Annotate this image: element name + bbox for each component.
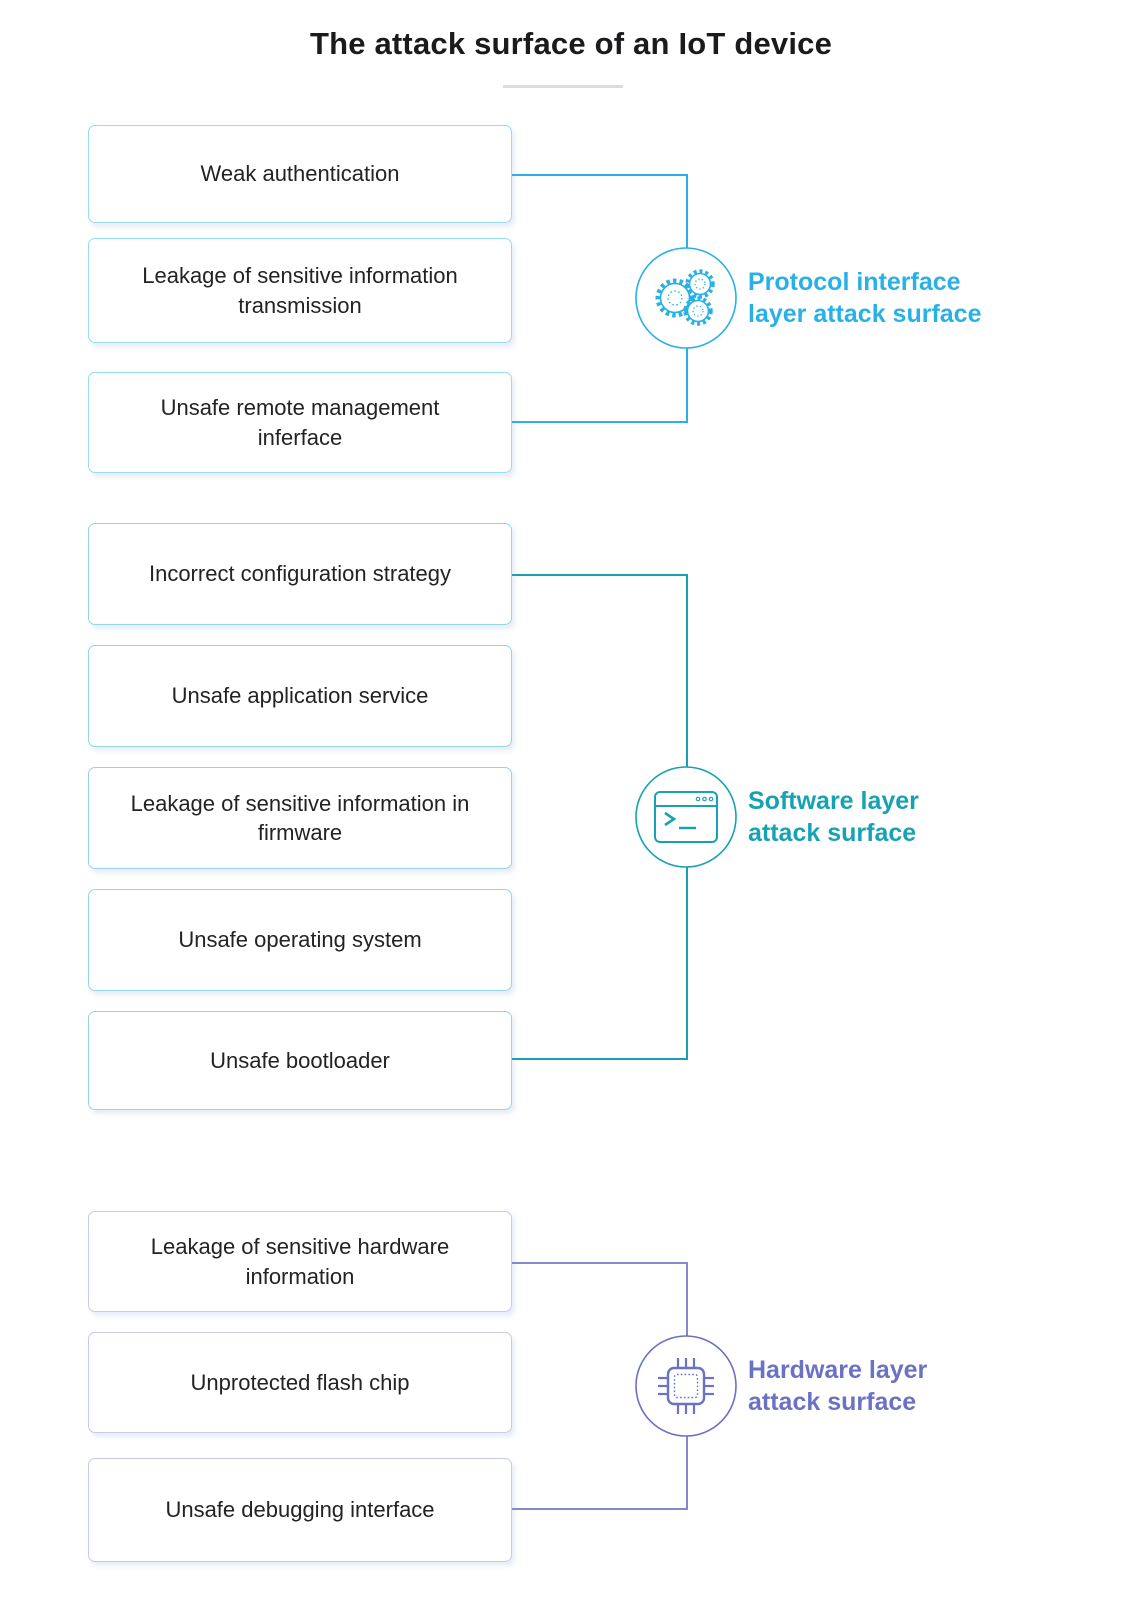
attack-box-label: Weak authentication: [200, 161, 400, 187]
attack-box: Unsafe application service: [88, 645, 512, 747]
group-label-line2: attack surface: [748, 1388, 917, 1416]
attack-box-label: Leakage of sensitive hardware informatio…: [150, 1234, 450, 1289]
attack-box: Incorrect configuration strategy: [88, 523, 512, 625]
attack-box: Weak authentication: [88, 125, 512, 223]
group-label-line1: Hardware layer: [748, 1356, 928, 1384]
attack-box: Unsafe operating system: [88, 889, 512, 991]
attack-box: Leakage of sensitive information transmi…: [88, 238, 512, 343]
group-label: Software layer attack surface: [748, 785, 1038, 849]
group-label-line2: attack surface: [748, 819, 917, 847]
group-label: Hardware layer attack surface: [748, 1354, 1038, 1418]
group-label: Protocol interface layer attack surface: [748, 266, 1038, 330]
attack-box-label: Unsafe operating system: [178, 927, 422, 953]
gears-icon: [635, 247, 737, 349]
attack-box-label: Unsafe debugging interface: [165, 1497, 435, 1523]
attack-box-label: Leakage of sensitive information in firm…: [130, 790, 470, 845]
title-divider: [503, 85, 623, 88]
page-title: The attack surface of an IoT device: [309, 26, 833, 61]
attack-box-label: Unsafe application service: [171, 683, 429, 709]
attack-box: Unsafe bootloader: [88, 1011, 512, 1110]
attack-box: Unprotected flash chip: [88, 1332, 512, 1433]
attack-box-label: Unsafe bootloader: [210, 1047, 390, 1073]
attack-box-label: Incorrect configuration strategy: [148, 561, 452, 587]
attack-box: Leakage of sensitive information in firm…: [88, 767, 512, 869]
group-label-line1: Protocol interface: [748, 268, 961, 296]
terminal-icon: [635, 766, 737, 868]
attack-box-label: Leakage of sensitive information transmi…: [142, 263, 458, 318]
attack-box: Unsafe remote management inferface: [88, 372, 512, 473]
group-label-line1: Software layer: [748, 787, 919, 815]
group-label-line2: layer attack surface: [748, 300, 982, 328]
attack-box: Unsafe debugging interface: [88, 1458, 512, 1562]
chip-icon: [635, 1335, 737, 1437]
attack-box: Leakage of sensitive hardware informatio…: [88, 1211, 512, 1312]
attack-box-label: Unsafe remote management inferface: [160, 395, 440, 450]
attack-box-label: Unprotected flash chip: [190, 1369, 410, 1395]
